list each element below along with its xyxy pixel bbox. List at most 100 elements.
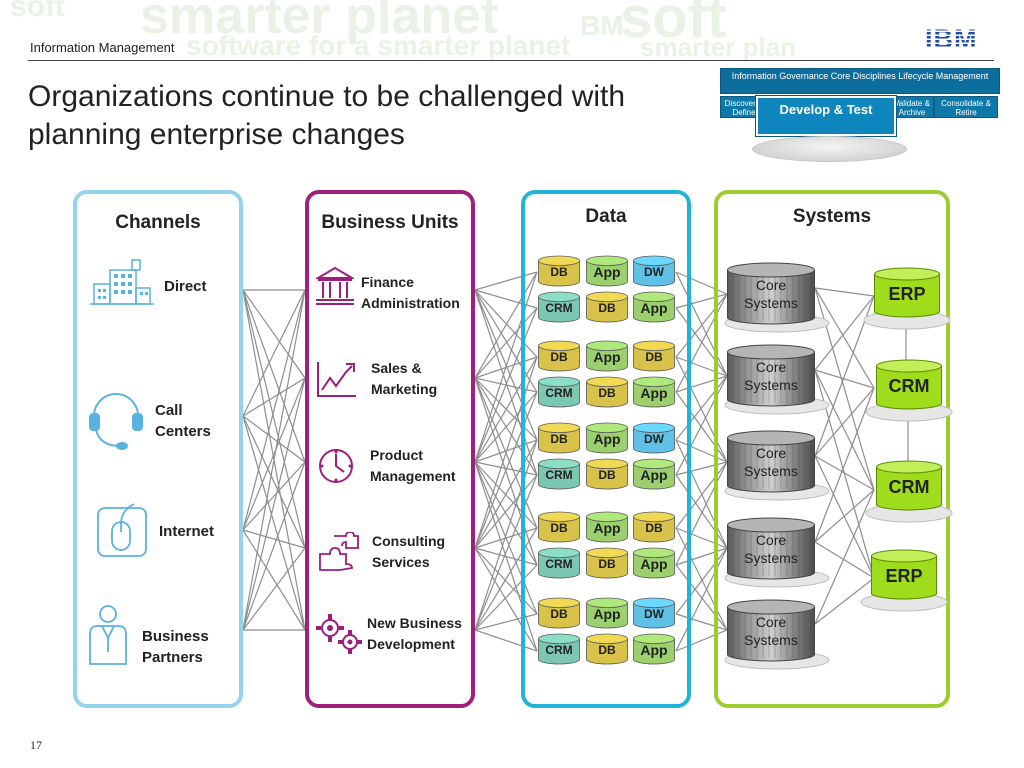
unit-new-business-development: New Business Development — [367, 615, 462, 652]
connector-line — [675, 391, 728, 463]
channels-title: Channels — [115, 212, 201, 233]
data-store-crm: CRM — [538, 458, 580, 490]
connector-line — [242, 289, 306, 531]
business-units-title: Business Units — [321, 212, 459, 233]
data-store-app: App — [586, 340, 628, 372]
data-store-crm: CRM — [538, 633, 580, 665]
connector-line — [242, 289, 306, 631]
connector-line — [675, 527, 728, 631]
connector-line — [474, 527, 538, 549]
data-store-crm: CRM — [538, 291, 580, 323]
watermark-text: BM — [580, 10, 624, 41]
watermark-text: smarter planet — [140, 0, 499, 45]
header-watermark: smarter planet software for a smarter pl… — [0, 0, 1024, 70]
connector-line — [474, 307, 538, 379]
watermark-text: soft — [620, 0, 727, 50]
data-store-app-label: App — [593, 263, 621, 280]
connector-line — [474, 461, 538, 566]
bank-icon — [316, 266, 354, 305]
channel-business-partners: Business Partners — [142, 628, 209, 666]
data-store-app: App — [633, 376, 675, 408]
data-store-db-label: DB — [645, 520, 663, 535]
connector-line — [474, 391, 538, 463]
system-label: CRM — [888, 376, 930, 396]
data-store-dw-label: DW — [644, 264, 664, 279]
data-store-db-label: DB — [550, 606, 568, 621]
business-person-icon — [89, 605, 127, 665]
data-store-app-label: App — [640, 384, 668, 401]
page-number: 17 — [30, 738, 42, 752]
connector-line — [474, 547, 538, 566]
connector-line — [474, 474, 538, 549]
connector-line — [814, 369, 875, 491]
systems-column: Systems — [714, 190, 950, 708]
connector-line — [675, 271, 728, 295]
connector-line — [675, 527, 728, 549]
connector-line — [814, 295, 875, 457]
connector-line — [474, 271, 538, 379]
core-systems-label: Core Systems — [744, 445, 798, 479]
data-store-crm-label: CRM — [545, 385, 573, 400]
governance-tab-consolidate: Consolidate & Retire — [934, 96, 998, 118]
connector-line — [242, 461, 306, 631]
connector-line — [474, 439, 538, 631]
data-store-app-label: App — [640, 555, 668, 572]
core-systems-label: Core Systems — [744, 614, 798, 648]
connector-line — [474, 613, 538, 631]
connector-line — [242, 377, 306, 631]
connector-line — [675, 474, 728, 549]
connector-line — [675, 375, 728, 441]
connector-line — [675, 547, 728, 652]
data-store-dw: DW — [633, 597, 675, 629]
data-store-dw-label: DW — [644, 431, 664, 446]
business-units-column: Business Units — [305, 190, 475, 708]
data-store-app-label: App — [593, 348, 621, 365]
data-store-db: DB — [586, 458, 628, 490]
connector-line — [242, 289, 306, 379]
connector-line — [474, 356, 538, 463]
data-store-app: App — [633, 458, 675, 490]
data-store-db: DB — [538, 255, 580, 287]
system-erp: ERP — [863, 267, 951, 330]
data-store-app-label: App — [593, 430, 621, 447]
data-store-app: App — [633, 547, 675, 579]
data-store-db-label: DB — [550, 264, 568, 279]
connector-line — [814, 387, 875, 543]
connector-line — [242, 377, 306, 417]
watermark-text: smarter plan — [640, 32, 797, 62]
system-label: ERP — [885, 566, 923, 586]
data-store-app: App — [586, 422, 628, 454]
data-store-app: App — [633, 291, 675, 323]
system-crm: CRM — [865, 359, 953, 422]
core-systems-label: Core Systems — [744, 277, 798, 311]
connector-line — [675, 613, 728, 631]
connector-line — [675, 461, 728, 529]
system-label: ERP — [888, 284, 926, 304]
connector-line — [814, 455, 875, 579]
data-title: Data — [585, 206, 627, 227]
data-store-db-label: DB — [550, 349, 568, 364]
page-title: Organizations continue to be challenged … — [28, 80, 626, 151]
data-store-db: DB — [586, 376, 628, 408]
data-store-db-label: DB — [598, 300, 616, 315]
data-store-db: DB — [633, 340, 675, 372]
data-store-db: DB — [538, 340, 580, 372]
data-store-app: App — [633, 633, 675, 665]
connector-line — [242, 377, 306, 531]
data-store-db: DB — [633, 511, 675, 543]
connector-line — [242, 289, 306, 463]
ibm-logo: IBM — [925, 24, 978, 55]
channel-internet: Internet — [159, 523, 215, 540]
data-store-db-label: DB — [598, 385, 616, 400]
data-store-crm-label: CRM — [545, 467, 573, 482]
clock-icon — [319, 449, 353, 483]
connector-line — [814, 295, 875, 371]
data-column: Data — [521, 190, 691, 708]
connector-line — [814, 541, 875, 579]
connector-line — [242, 461, 306, 531]
connector-line — [814, 369, 875, 389]
connector-line — [474, 474, 538, 631]
watermark-text: software for a smarter planet — [186, 30, 571, 61]
channel-call-centers: Call Centers — [155, 402, 211, 440]
